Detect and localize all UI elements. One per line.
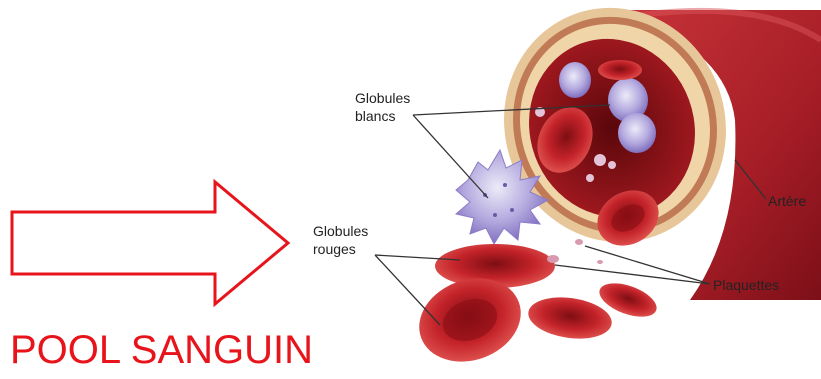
label-platelets: Plaquettes (713, 276, 779, 294)
arrow-right-icon (12, 182, 288, 304)
red-blood-cells (407, 179, 668, 375)
label-red-cells-line1: Globules (313, 222, 368, 240)
label-red-cells-line2: rouges (313, 240, 356, 258)
label-white-cells-line2: blancs (355, 107, 395, 125)
label-white-cells-line1: Globules (355, 89, 410, 107)
label-artery: Artère (768, 192, 806, 210)
page-title: POOL SANGUIN (10, 328, 313, 373)
